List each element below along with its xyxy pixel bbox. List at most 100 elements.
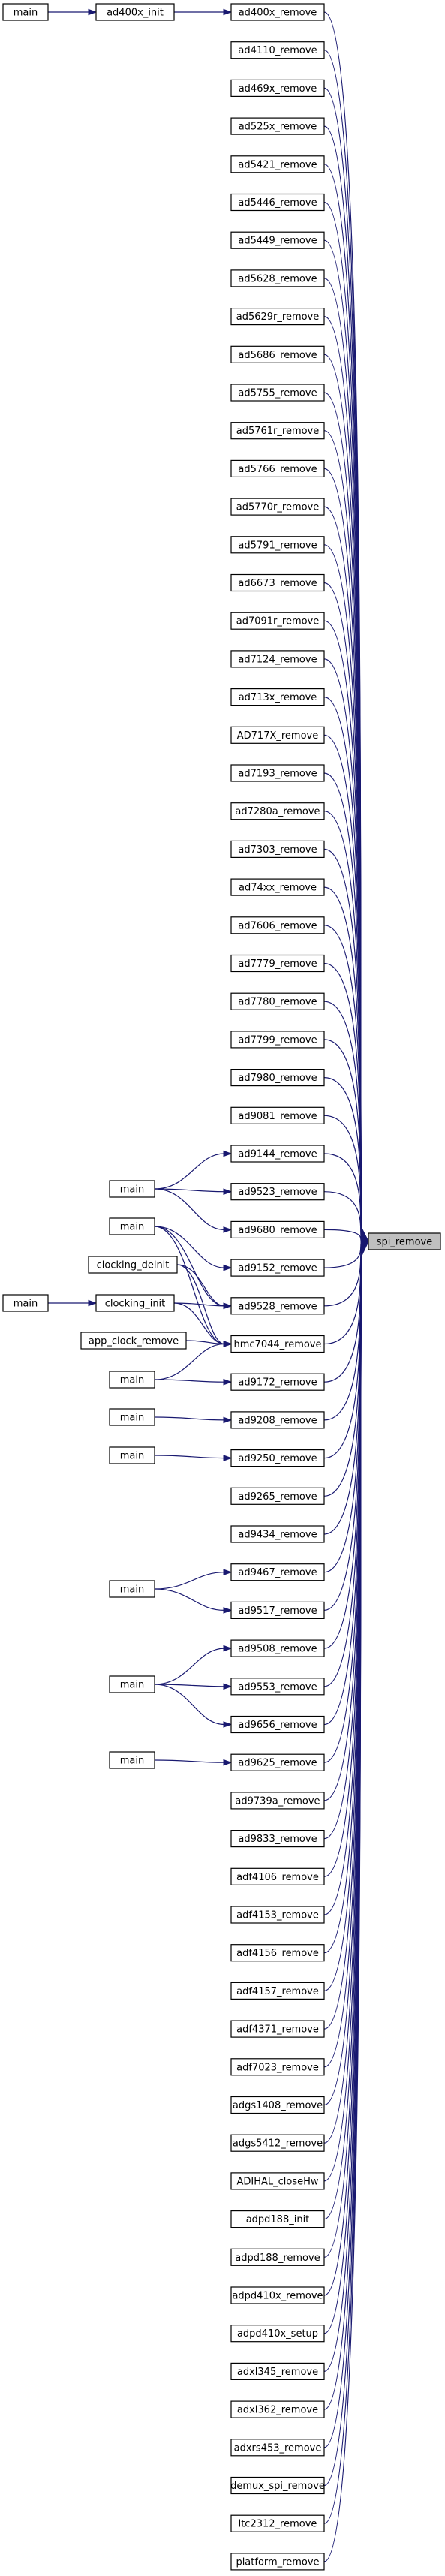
node-adgs1408_remove[interactable]: adgs1408_remove xyxy=(230,2096,325,2114)
node-ad9656_remove[interactable]: ad9656_remove xyxy=(230,1715,325,1734)
node-adpd188_remove[interactable]: adpd188_remove xyxy=(230,2248,325,2266)
node-ad7980_remove[interactable]: ad7980_remove xyxy=(230,1068,325,1087)
node-main_3[interactable]: main xyxy=(109,1217,155,1235)
node-ad9250_remove[interactable]: ad9250_remove xyxy=(230,1449,325,1467)
node-adf4156_remove[interactable]: adf4156_remove xyxy=(230,1944,325,1962)
node-adf4157_remove[interactable]: adf4157_remove xyxy=(230,1982,325,2000)
node-adf7023_remove[interactable]: adf7023_remove xyxy=(230,2058,325,2076)
node-ad5449_remove[interactable]: ad5449_remove xyxy=(230,231,325,249)
node-adf4371_remove[interactable]: adf4371_remove xyxy=(230,2020,325,2038)
node-ad9625_remove[interactable]: ad9625_remove xyxy=(230,1753,325,1771)
node-ad9172_remove[interactable]: ad9172_remove xyxy=(230,1373,325,1391)
node-adxrs453_remove[interactable]: adxrs453_remove xyxy=(230,2439,325,2457)
node-label: main xyxy=(120,1584,144,1596)
node-main_6[interactable]: main xyxy=(109,1408,155,1426)
node-ad400x_remove[interactable]: ad400x_remove xyxy=(230,3,325,21)
node-ad5628_remove[interactable]: ad5628_remove xyxy=(230,269,325,287)
node-ad9523_remove[interactable]: ad9523_remove xyxy=(230,1183,325,1201)
node-ad5421_remove[interactable]: ad5421_remove xyxy=(230,155,325,173)
node-ad7779_remove[interactable]: ad7779_remove xyxy=(230,954,325,973)
node-ad7303_remove[interactable]: ad7303_remove xyxy=(230,840,325,859)
node-adpd410x_remove[interactable]: adpd410x_remove xyxy=(230,2286,325,2304)
node-platform_remove[interactable]: platform_remove xyxy=(230,2553,325,2571)
node-adgs5412_remove[interactable]: adgs5412_remove xyxy=(230,2134,325,2152)
node-ad9208_remove[interactable]: ad9208_remove xyxy=(230,1411,325,1429)
edge-ad9517_remove-to-spi_remove xyxy=(323,1241,370,1611)
node-label: ad5791_remove xyxy=(238,540,317,551)
node-clocking_init[interactable]: clocking_init xyxy=(95,1294,175,1312)
node-ADIHAL_closeHw[interactable]: ADIHAL_closeHw xyxy=(230,2172,325,2190)
node-ad9517_remove[interactable]: ad9517_remove xyxy=(230,1601,325,1619)
node-ad525x_remove[interactable]: ad525x_remove xyxy=(230,117,325,135)
node-ad6673_remove[interactable]: ad6673_remove xyxy=(230,573,325,592)
node-ad9265_remove[interactable]: ad9265_remove xyxy=(230,1487,325,1505)
edge-adgs1408_remove-to-spi_remove xyxy=(323,1241,369,2106)
node-ad5770r_remove[interactable]: ad5770r_remove xyxy=(230,498,325,516)
node-main_10[interactable]: main xyxy=(109,1751,155,1769)
node-hmc7044_remove[interactable]: hmc7044_remove xyxy=(230,1335,325,1353)
node-label: ad9833_remove xyxy=(238,1834,317,1845)
node-ad5761r_remove[interactable]: ad5761r_remove xyxy=(230,422,325,440)
node-ad7606_remove[interactable]: ad7606_remove xyxy=(230,916,325,934)
node-label: adf7023_remove xyxy=(236,2062,319,2073)
node-ad9508_remove[interactable]: ad9508_remove xyxy=(230,1639,325,1657)
node-adpd410x_setup[interactable]: adpd410x_setup xyxy=(230,2325,325,2343)
node-ad469x_remove[interactable]: ad469x_remove xyxy=(230,79,325,98)
node-ad7780_remove[interactable]: ad7780_remove xyxy=(230,992,325,1010)
edge-ad4110_remove-to-spi_remove xyxy=(323,50,369,1242)
node-label: adpd188_init xyxy=(246,2214,310,2225)
node-ad9833_remove[interactable]: ad9833_remove xyxy=(230,1830,325,1848)
node-ad9434_remove[interactable]: ad9434_remove xyxy=(230,1525,325,1543)
edge-ad5446_remove-to-spi_remove xyxy=(323,201,369,1242)
node-adf4106_remove[interactable]: adf4106_remove xyxy=(230,1867,325,1885)
node-main_5[interactable]: main xyxy=(109,1371,155,1389)
node-clocking_deinit[interactable]: clocking_deinit xyxy=(88,1256,178,1274)
node-ad9467_remove[interactable]: ad9467_remove xyxy=(230,1563,325,1581)
node-ad5766_remove[interactable]: ad5766_remove xyxy=(230,459,325,478)
node-ad9739a_remove[interactable]: ad9739a_remove xyxy=(230,1792,325,1810)
node-demux_spi_remove[interactable]: demux_spi_remove xyxy=(230,2476,325,2495)
node-ad5755_remove[interactable]: ad5755_remove xyxy=(230,384,325,402)
edge-main_2-to-ad9680_remove xyxy=(154,1188,233,1233)
node-ad9680_remove[interactable]: ad9680_remove xyxy=(230,1220,325,1239)
node-adpd188_init[interactable]: adpd188_init xyxy=(230,2210,325,2228)
node-ad9081_remove[interactable]: ad9081_remove xyxy=(230,1106,325,1124)
node-adf4153_remove[interactable]: adf4153_remove xyxy=(230,1906,325,1924)
root-node-spi_remove[interactable]: spi_remove xyxy=(368,1232,441,1250)
node-adxl345_remove[interactable]: adxl345_remove xyxy=(230,2362,325,2380)
edge-ad9434_remove-to-spi_remove xyxy=(323,1241,370,1535)
node-main_4[interactable]: main xyxy=(2,1294,49,1312)
node-ad5686_remove[interactable]: ad5686_remove xyxy=(230,345,325,363)
node-ad7193_remove[interactable]: ad7193_remove xyxy=(230,764,325,782)
node-main_8[interactable]: main xyxy=(109,1580,155,1598)
node-ad713x_remove[interactable]: ad713x_remove xyxy=(230,688,325,706)
node-main_1[interactable]: main xyxy=(2,3,49,21)
node-ad5446_remove[interactable]: ad5446_remove xyxy=(230,193,325,212)
node-ad7091r_remove[interactable]: ad7091r_remove xyxy=(230,612,325,630)
node-ad9152_remove[interactable]: ad9152_remove xyxy=(230,1259,325,1277)
node-main_7[interactable]: main xyxy=(109,1446,155,1464)
node-main_2[interactable]: main xyxy=(109,1180,155,1198)
node-ad4110_remove[interactable]: ad4110_remove xyxy=(230,41,325,59)
node-ad7799_remove[interactable]: ad7799_remove xyxy=(230,1031,325,1049)
node-label: ad5766_remove xyxy=(238,464,317,475)
node-ad400x_init[interactable]: ad400x_init xyxy=(95,3,175,21)
edge-main_9-to-ad9656_remove xyxy=(154,1684,233,1728)
node-ad9553_remove[interactable]: ad9553_remove xyxy=(230,1678,325,1696)
node-ad9144_remove[interactable]: ad9144_remove xyxy=(230,1145,325,1163)
node-ad74xx_remove[interactable]: ad74xx_remove xyxy=(230,878,325,896)
node-ltc2312_remove[interactable]: ltc2312_remove xyxy=(230,2514,325,2532)
node-app_clock_remove[interactable]: app_clock_remove xyxy=(80,1332,187,1350)
node-label: hmc7044_remove xyxy=(234,1339,322,1350)
node-adxl362_remove[interactable]: adxl362_remove xyxy=(230,2400,325,2418)
node-main_9[interactable]: main xyxy=(109,1675,155,1693)
node-ad5791_remove[interactable]: ad5791_remove xyxy=(230,536,325,554)
node-ad5629r_remove[interactable]: ad5629r_remove xyxy=(230,308,325,326)
node-ad9528_remove[interactable]: ad9528_remove xyxy=(230,1297,325,1315)
node-label: ad9523_remove xyxy=(238,1187,317,1198)
node-label: clocking_init xyxy=(105,1299,166,1310)
node-ad7280a_remove[interactable]: ad7280a_remove xyxy=(230,802,325,820)
node-ad7124_remove[interactable]: ad7124_remove xyxy=(230,650,325,668)
node-label: ad7124_remove xyxy=(238,654,317,665)
node-AD717X_remove[interactable]: AD717X_remove xyxy=(230,726,325,744)
